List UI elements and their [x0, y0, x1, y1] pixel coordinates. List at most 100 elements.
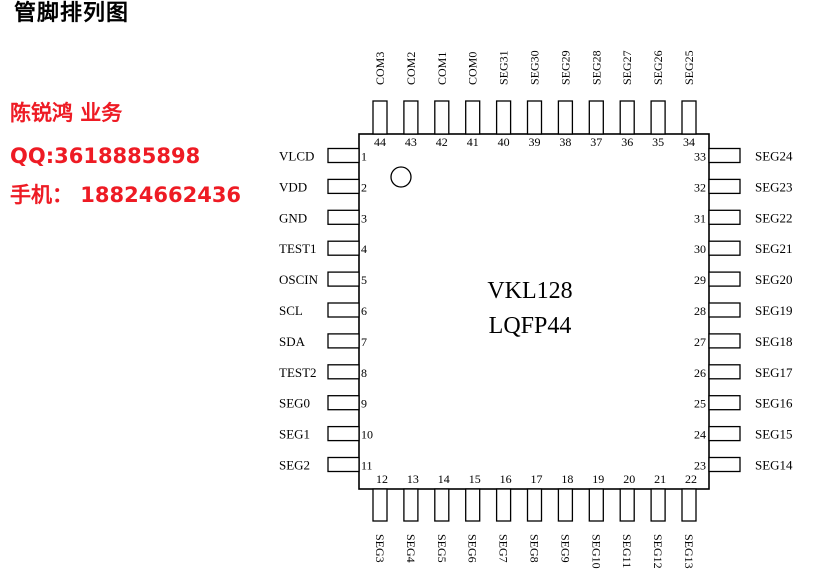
- pin-name-34: SEG25: [682, 50, 696, 85]
- pin-number-19: 19: [592, 472, 604, 486]
- pin-number-13: 13: [407, 472, 419, 486]
- pin-number-17: 17: [531, 472, 543, 486]
- pin-name-36: SEG27: [620, 50, 634, 85]
- pin-name-8: TEST2: [279, 365, 317, 380]
- pin-lead-bottom-17: [526, 488, 543, 522]
- pin-name-19: SEG10: [589, 534, 603, 569]
- pin-name-24: SEG15: [755, 427, 793, 442]
- pin-number-33: 33: [694, 150, 706, 164]
- pin-lead-bottom-22: [681, 488, 697, 522]
- pin-number-6: 6: [361, 304, 367, 318]
- pin-lead-bottom-20: [619, 488, 635, 522]
- pin-number-31: 31: [694, 211, 706, 225]
- pin-lead-bottom-18: [557, 488, 574, 522]
- pin-lead-top-40: [495, 100, 512, 135]
- pin-name-42: COM1: [435, 52, 449, 85]
- pin-lead-top-34: [681, 100, 697, 135]
- pin-number-8: 8: [361, 366, 367, 380]
- pin-name-29: SEG20: [755, 272, 793, 287]
- pin-name-3: GND: [279, 210, 307, 225]
- pin-name-23: SEG14: [755, 458, 793, 473]
- pin-lead-left-5: [327, 271, 360, 287]
- pin-name-10: SEG1: [279, 427, 310, 442]
- pin-number-35: 35: [652, 135, 664, 149]
- pin-number-25: 25: [694, 397, 706, 411]
- pin1-marker-circle: [390, 166, 412, 188]
- pin-name-27: SEG18: [755, 334, 793, 349]
- chip-body: [358, 133, 710, 490]
- pin-name-16: SEG7: [497, 534, 511, 563]
- pin-lead-right-23: [708, 456, 741, 473]
- pin-lead-right-30: [708, 240, 741, 256]
- pin-lead-top-44: [372, 100, 388, 135]
- pin-name-20: SEG11: [620, 534, 634, 568]
- pin-name-1: VLCD: [279, 149, 314, 164]
- pin-number-34: 34: [683, 135, 695, 149]
- pin-lead-bottom-16: [495, 488, 512, 522]
- chip-part-number: VKL128: [487, 278, 572, 304]
- pin-lead-bottom-15: [465, 488, 481, 522]
- pin-name-9: SEG0: [279, 396, 310, 411]
- pin-lead-right-31: [708, 209, 741, 225]
- pin-number-41: 41: [467, 135, 479, 149]
- pin-lead-right-25: [708, 395, 741, 411]
- pin-number-30: 30: [694, 242, 706, 256]
- pin-number-40: 40: [498, 135, 510, 149]
- pin-number-2: 2: [361, 180, 367, 194]
- pin-number-5: 5: [361, 273, 367, 287]
- pin-number-42: 42: [436, 135, 448, 149]
- pin-lead-bottom-21: [650, 488, 666, 522]
- pin-name-35: SEG26: [651, 50, 665, 85]
- pin-number-12: 12: [376, 472, 388, 486]
- contact-name: 陈锐鸿 业务: [10, 101, 123, 125]
- pin-number-11: 11: [361, 459, 373, 473]
- pin-name-38: SEG29: [558, 50, 572, 85]
- pin-name-33: SEG24: [755, 149, 793, 164]
- pin-lead-left-6: [327, 302, 360, 318]
- pin-lead-top-41: [465, 100, 481, 135]
- pin-number-1: 1: [361, 150, 367, 164]
- pin-lead-right-26: [708, 364, 741, 380]
- pin-lead-left-10: [327, 425, 360, 442]
- pin-number-14: 14: [438, 472, 450, 486]
- pin-lead-right-27: [708, 333, 741, 349]
- pin-name-22: SEG13: [682, 534, 696, 569]
- pin-lead-top-38: [557, 100, 574, 135]
- pin-number-29: 29: [694, 273, 706, 287]
- pin-lead-left-8: [327, 364, 360, 380]
- pin-lead-top-42: [434, 100, 450, 135]
- pin-number-9: 9: [361, 397, 367, 411]
- pin-name-7: SDA: [279, 334, 306, 349]
- pin-lead-left-9: [327, 395, 360, 411]
- pin-name-37: SEG28: [589, 50, 603, 85]
- pin-name-41: COM0: [466, 52, 480, 85]
- pin-lead-bottom-19: [588, 488, 604, 522]
- pin-number-38: 38: [559, 135, 571, 149]
- pin-name-39: SEG30: [528, 50, 542, 85]
- pin-lead-left-2: [327, 178, 360, 195]
- pin-lead-right-28: [708, 302, 741, 318]
- pin-lead-right-29: [708, 271, 741, 287]
- pin-number-28: 28: [694, 304, 706, 318]
- contact-qq: QQ:3618885898: [10, 144, 201, 168]
- pin-number-16: 16: [500, 472, 512, 486]
- pin-name-28: SEG19: [755, 303, 793, 318]
- pin-number-22: 22: [685, 472, 697, 486]
- pin-number-21: 21: [654, 472, 666, 486]
- pin-name-43: COM2: [404, 52, 418, 85]
- pin-lead-left-7: [327, 333, 360, 349]
- pin-lead-left-4: [327, 240, 360, 256]
- pin-number-10: 10: [361, 428, 373, 442]
- pin-name-11: SEG2: [279, 458, 310, 473]
- pin-name-12: SEG3: [373, 534, 387, 563]
- pin-name-26: SEG17: [755, 365, 793, 380]
- pin-name-5: OSCIN: [279, 272, 319, 287]
- pin-number-23: 23: [694, 459, 706, 473]
- pin-name-40: SEG31: [497, 50, 511, 85]
- page-title: 管脚排列图: [14, 1, 130, 26]
- pin-number-44: 44: [374, 135, 386, 149]
- pin-number-36: 36: [621, 135, 633, 149]
- pin-number-7: 7: [361, 335, 367, 349]
- pin-number-26: 26: [694, 366, 706, 380]
